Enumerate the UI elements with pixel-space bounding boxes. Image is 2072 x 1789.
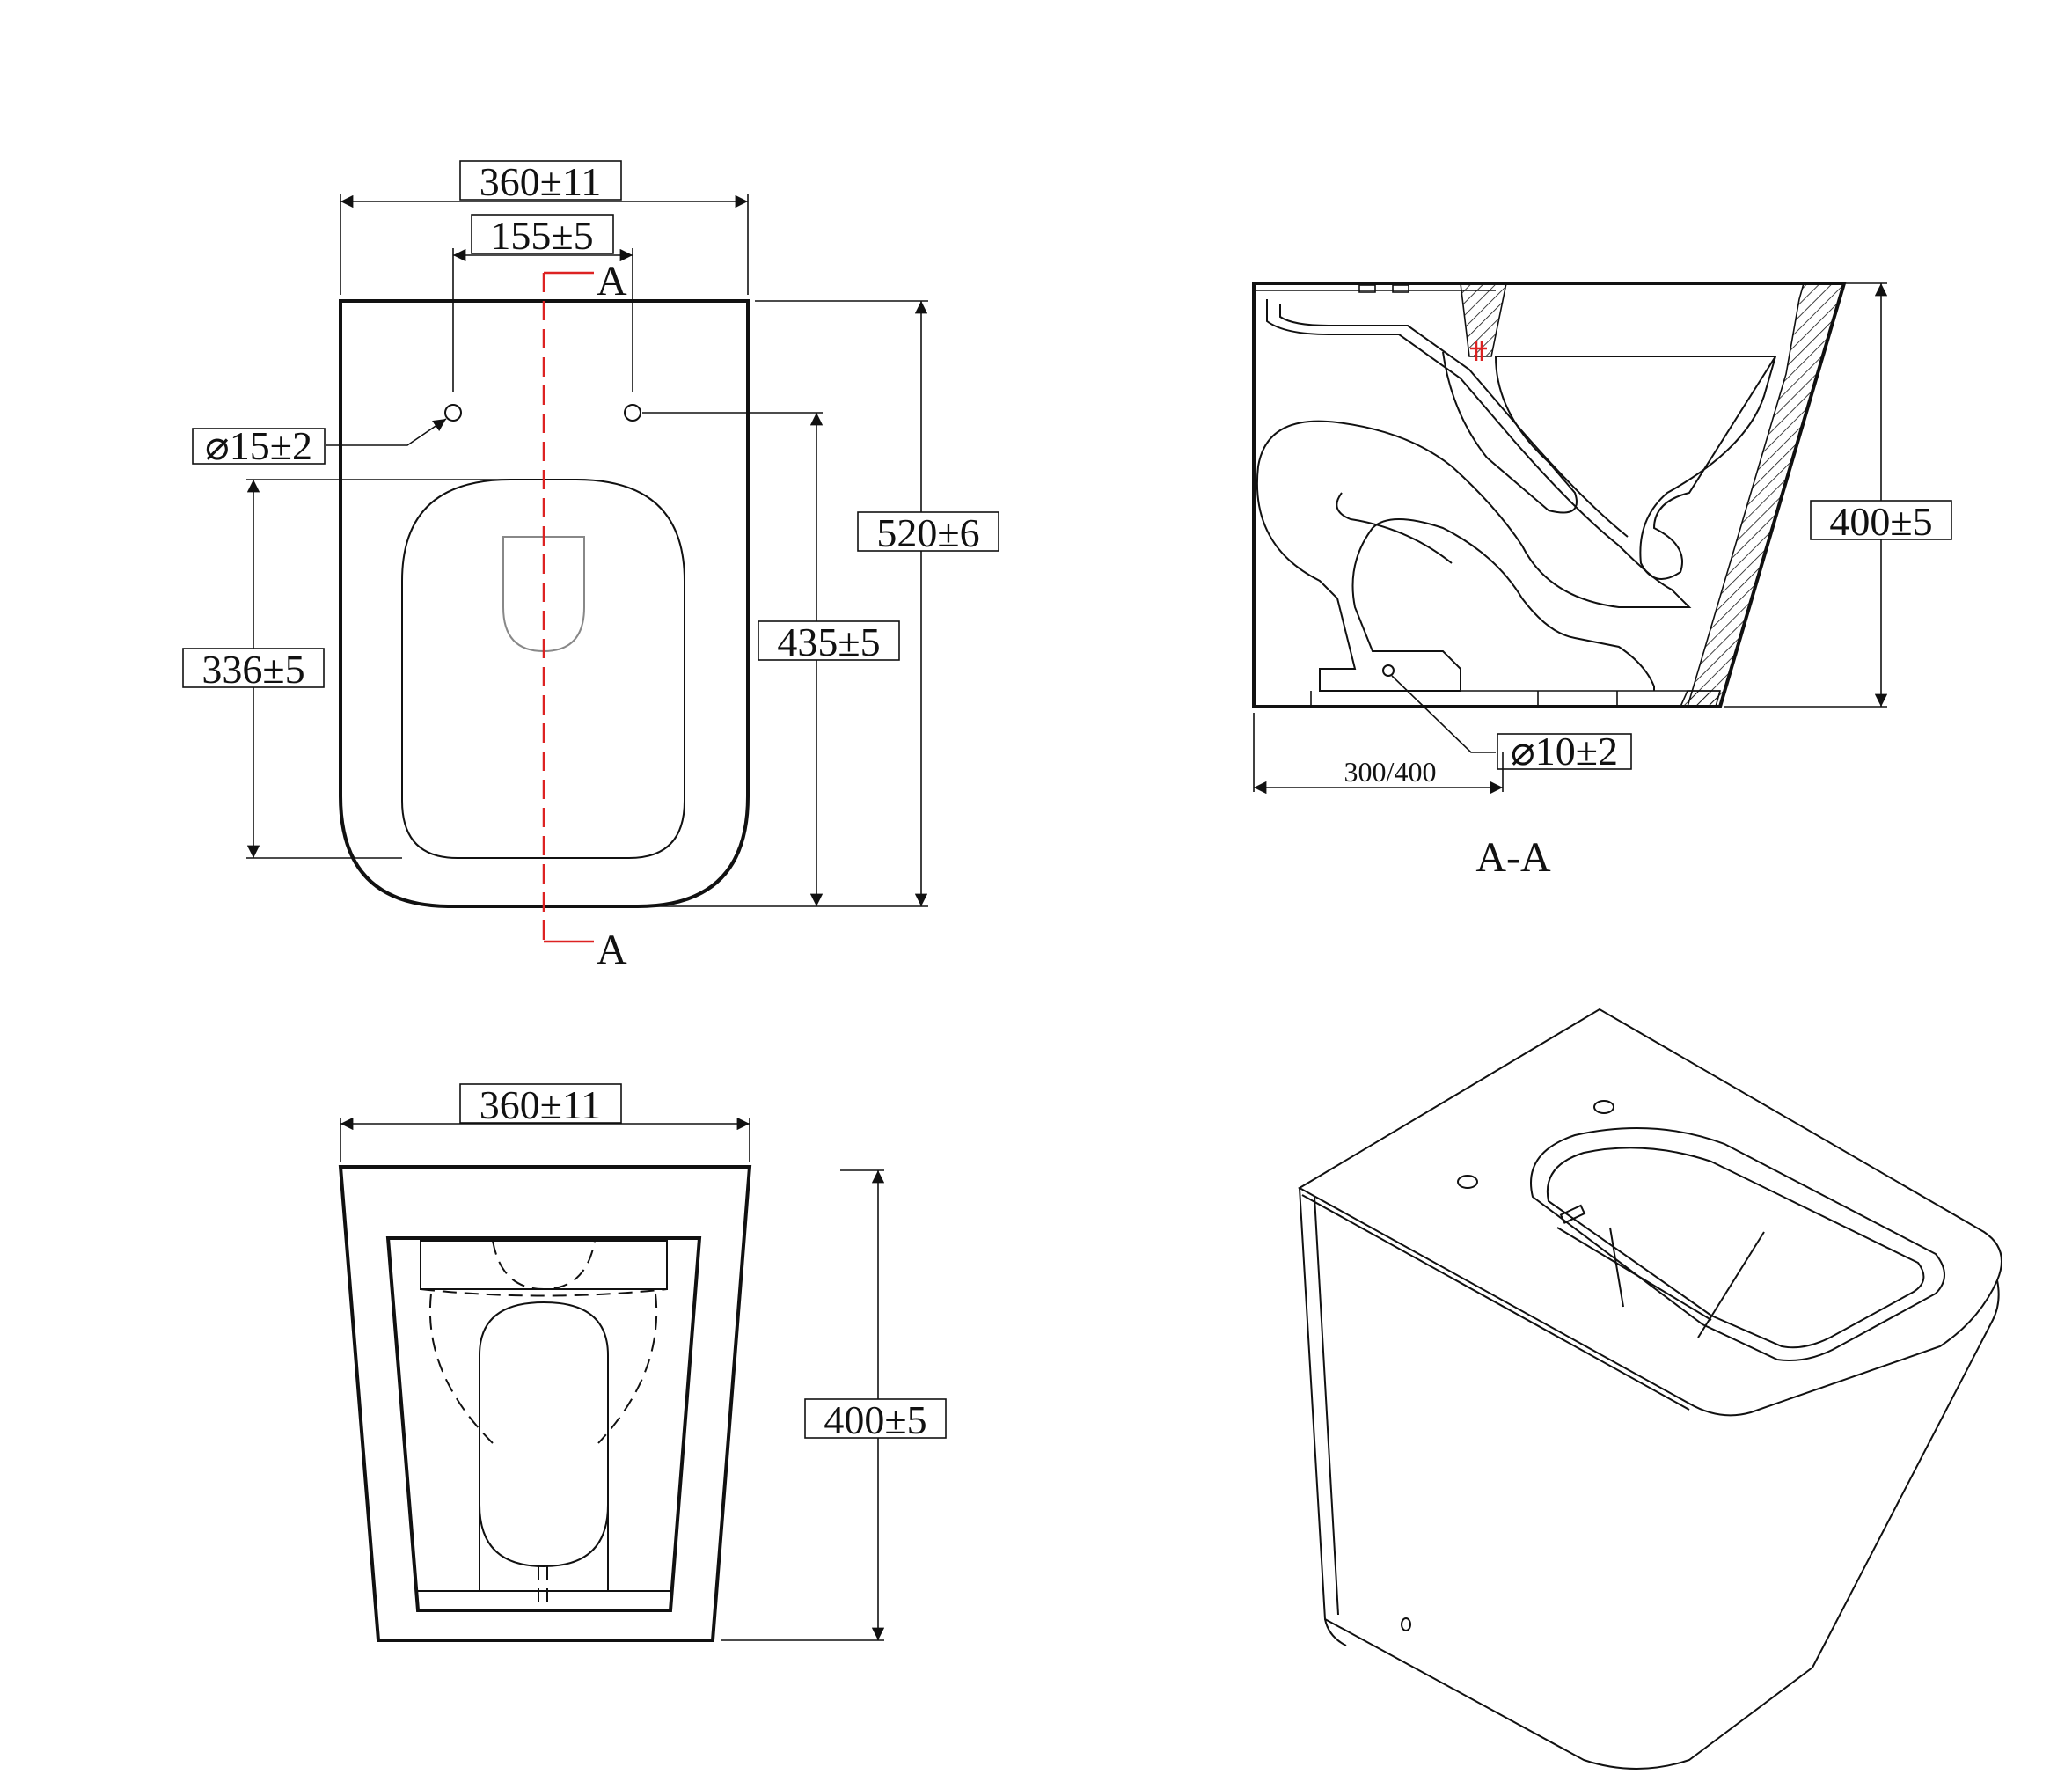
front-view: 360±11 400±5 — [338, 1082, 947, 1642]
iso-hole-left — [1457, 1175, 1478, 1189]
dim-overall-width: 360±11 — [480, 159, 602, 204]
dim-section-height: 400±5 — [1829, 499, 1932, 544]
outlet-hole — [1382, 664, 1395, 677]
dim-overall-depth: 520±6 — [876, 510, 979, 555]
top-view-outline — [339, 299, 750, 908]
front-inner-opening — [385, 1236, 702, 1612]
top-view: A A 360±11 155±5 ⌀15±2 520±6 435±5 — [182, 159, 999, 973]
section-view: ⌀10±2 300/400 400±5 A-A — [1252, 282, 1952, 881]
bowl-opening — [401, 479, 685, 859]
iso-hole-right — [1593, 1100, 1614, 1114]
dim-hole-spacing: 155±5 — [490, 213, 593, 258]
dim-front-width: 360±11 — [480, 1082, 602, 1127]
front-outline — [338, 1165, 752, 1642]
section-mark-bottom: A — [597, 927, 627, 973]
iso-left-face — [1299, 1187, 1813, 1770]
dim-outlet-distance: 300/400 — [1344, 756, 1437, 788]
mounting-hole-left — [444, 404, 462, 422]
isometric-view — [1297, 1008, 2002, 1770]
section-title: A-A — [1475, 834, 1551, 881]
dim-bowl-depth: 336±5 — [201, 647, 304, 692]
iso-top — [1297, 1008, 2002, 1417]
mounting-hole-right — [624, 404, 641, 422]
section-mark-top: A — [597, 258, 627, 304]
front-trap-oval — [479, 1301, 609, 1568]
dim-hole-diameter: ⌀15±2 — [205, 423, 312, 468]
iso-outlet-hole — [1401, 1617, 1411, 1631]
section-trapway — [1256, 299, 1692, 692]
iso-bowl-rim — [1530, 1127, 1945, 1361]
dim-front-height: 400±5 — [824, 1397, 926, 1442]
dim-outlet-diameter: ⌀10±2 — [1511, 729, 1618, 774]
dim-hole-to-front: 435±5 — [777, 620, 880, 664]
